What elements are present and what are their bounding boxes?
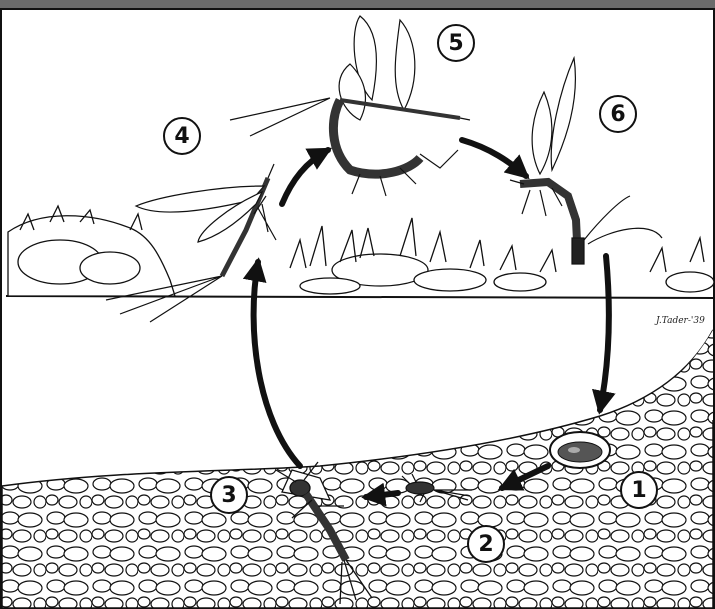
stage-2-number: 2 bbox=[478, 532, 493, 557]
stage-2-badge: 2 bbox=[467, 525, 505, 563]
arrow-2-to-3 bbox=[366, 493, 398, 497]
stage-3-number: 3 bbox=[221, 483, 236, 508]
stage-4-badge: 4 bbox=[163, 117, 201, 155]
stage-1-number: 1 bbox=[631, 478, 646, 503]
stage-6-number: 6 bbox=[610, 102, 625, 127]
stage-6-badge: 6 bbox=[599, 95, 637, 133]
artist-signature: J.Tader-'39 bbox=[656, 316, 705, 326]
stage-4-number: 4 bbox=[174, 124, 189, 149]
stage-5-number: 5 bbox=[448, 31, 463, 56]
stage-3-badge: 3 bbox=[210, 476, 248, 514]
top-frame-bar bbox=[0, 0, 715, 9]
stage-5-badge: 5 bbox=[437, 24, 475, 62]
egg-illustration bbox=[550, 432, 610, 468]
stage-1-badge: 1 bbox=[620, 471, 658, 509]
